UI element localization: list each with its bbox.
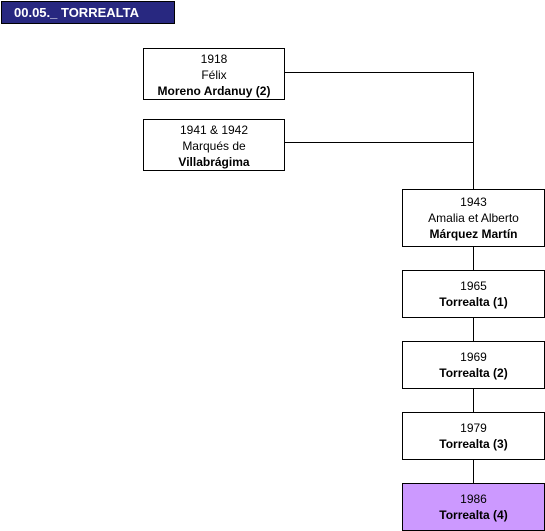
node-owner: Moreno Ardanuy (2) [157,84,271,98]
node-year: 1986 [460,492,487,506]
owner-node-1943: 1943 Amalia et Alberto Márquez Martín [402,189,545,247]
owner-node-1941: 1941 & 1942 Marqués de Villabrágima [143,119,285,171]
node-owner: Torrealta (3) [439,437,508,451]
node-year: 1918 [200,52,228,66]
node-owner: Márquez Martín [429,227,518,241]
owner-node-1986-current: 1986 Torrealta (4) [402,483,545,531]
node-owner: Torrealta (1) [439,295,508,309]
owner-node-1918: 1918 Félix Moreno Ardanuy (2) [143,48,285,100]
node-year: 1943 [460,195,487,209]
owner-node-1969: 1969 Torrealta (2) [402,341,545,389]
node-name: Marqués de [182,139,246,153]
diagram-title: 00.05._ TORREALTA [1,1,175,24]
owner-node-1965: 1965 Torrealta (1) [402,270,545,318]
node-owner: Villabrágima [178,155,250,169]
node-owner: Torrealta (4) [439,508,508,522]
node-name: Félix [201,68,227,82]
node-year: 1969 [460,350,487,364]
node-year: 1965 [460,279,487,293]
node-owner: Torrealta (2) [439,366,508,380]
owner-node-1979: 1979 Torrealta (3) [402,412,545,460]
node-name: Amalia et Alberto [428,211,519,225]
node-year: 1979 [460,421,487,435]
node-year: 1941 & 1942 [179,123,249,137]
